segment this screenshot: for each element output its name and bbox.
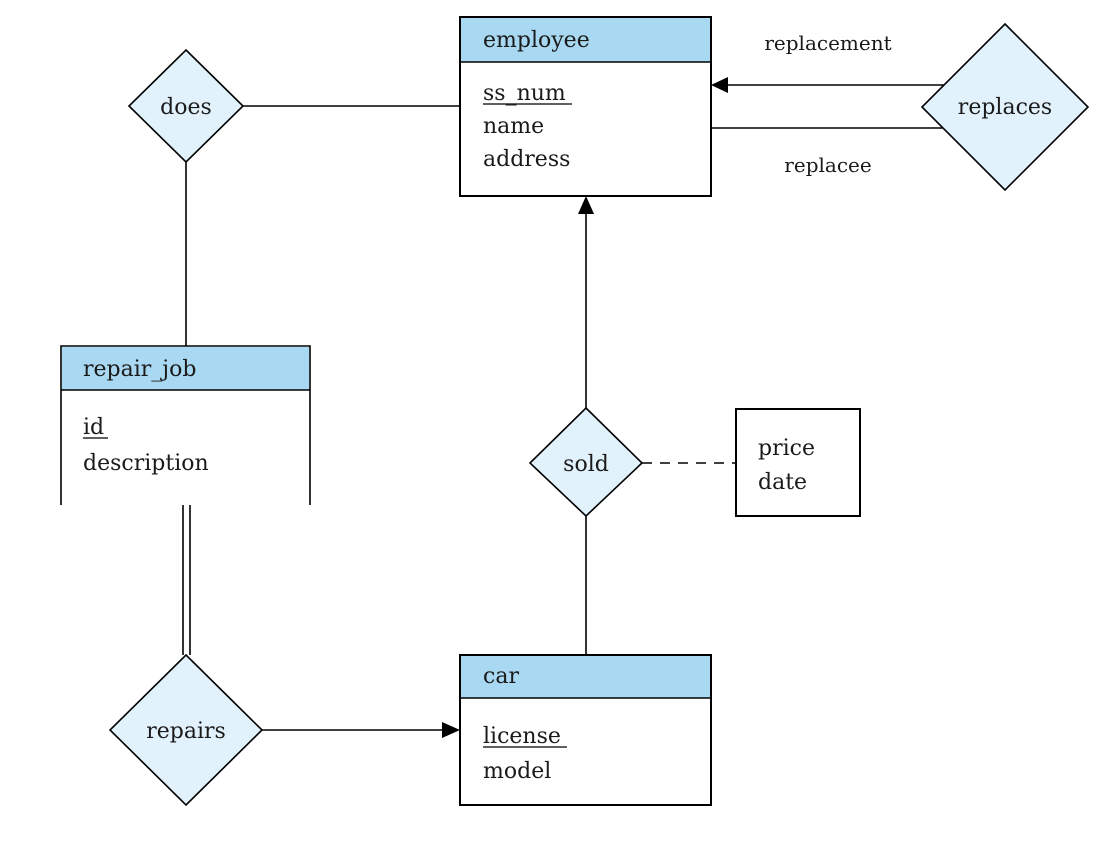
relationship-sold-label: sold — [563, 452, 609, 477]
car-attr-license: license — [483, 724, 561, 749]
relationship-repairs-label: repairs — [146, 719, 226, 744]
entity-repair-job-name: repair_job — [83, 357, 196, 382]
relationship-repairs[interactable]: repairs — [108, 653, 264, 807]
employee-attr-name: name — [483, 114, 544, 139]
sold-employee-arrowhead — [578, 196, 594, 214]
relationship-does-label: does — [160, 95, 212, 120]
relationship-replaces-label: replaces — [958, 95, 1052, 120]
relationship-replaces[interactable]: replaces — [920, 22, 1090, 192]
entity-repair-job[interactable]: repair_job id description — [60, 345, 311, 505]
entity-employee-name: employee — [483, 28, 590, 53]
relationship-sold[interactable]: sold — [528, 406, 644, 518]
relationship-does[interactable]: does — [127, 48, 245, 164]
repair-job-attr-description: description — [83, 451, 209, 476]
entity-car[interactable]: car license model — [459, 654, 712, 806]
car-attr-model: model — [483, 759, 551, 784]
sold-attr-date: date — [758, 470, 807, 495]
employee-attr-ss-num: ss_num — [483, 81, 566, 106]
entity-car-name: car — [483, 664, 519, 689]
role-replacee-label: replacee — [784, 153, 871, 177]
employee-attr-address: address — [483, 147, 570, 172]
sold-attr-price: price — [758, 436, 815, 461]
role-replacement-label: replacement — [764, 31, 891, 55]
repair-job-attr-id: id — [83, 415, 104, 440]
entity-employee[interactable]: employee ss_num name address — [459, 16, 712, 197]
repairs-car-arrowhead — [442, 722, 460, 738]
sold-attributes-box[interactable]: price date — [735, 408, 861, 517]
replacement-arrowhead — [711, 77, 728, 93]
